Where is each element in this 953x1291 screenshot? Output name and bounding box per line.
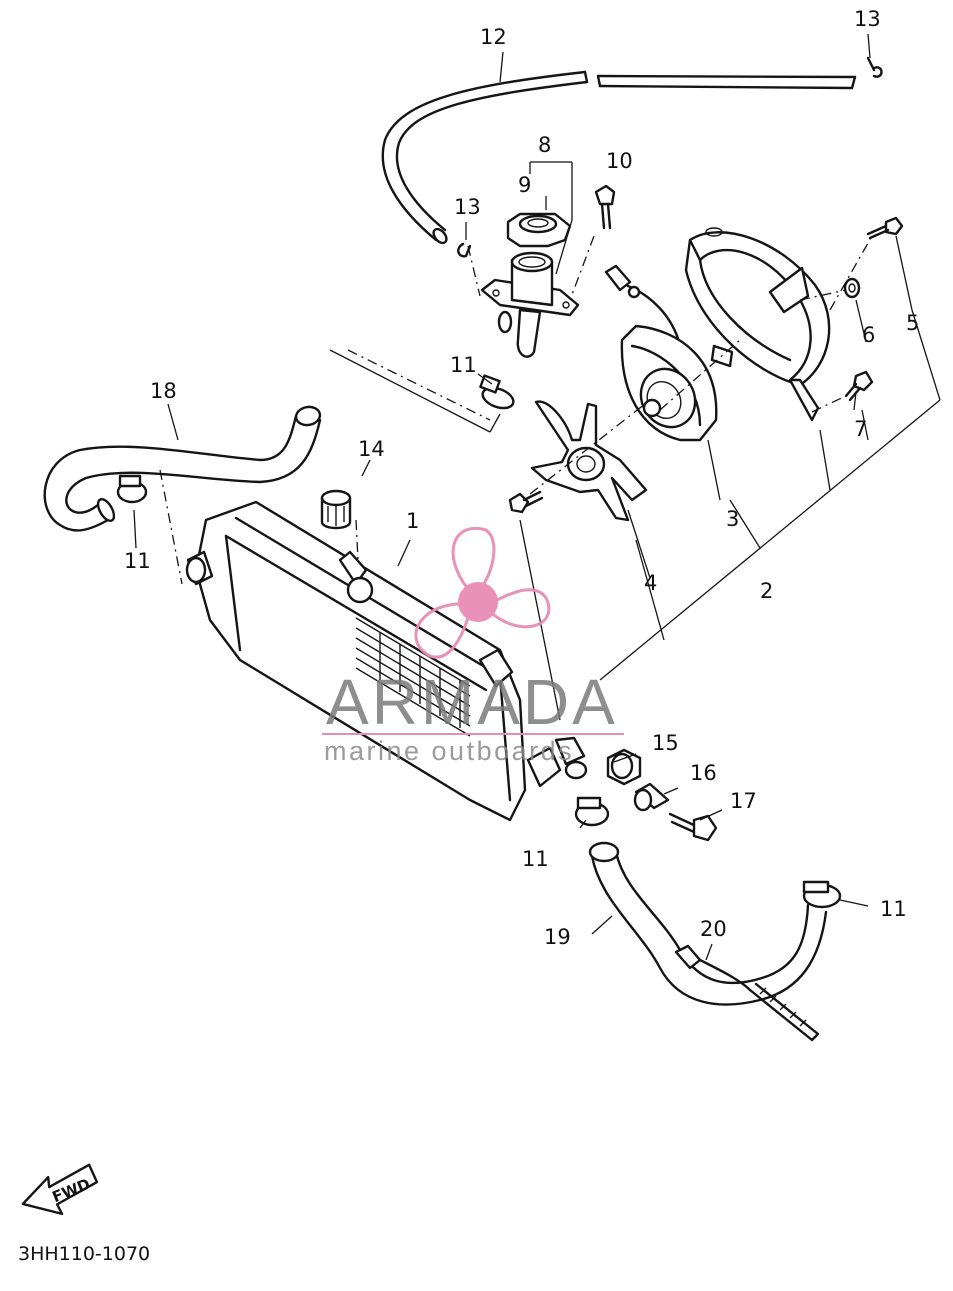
forward-arrow-icon: FWD xyxy=(21,1163,99,1216)
part-16-collar xyxy=(633,782,670,812)
label-part-13-b: 13 xyxy=(454,195,481,219)
label-part-1: 1 xyxy=(406,509,419,533)
part-15-grommet xyxy=(606,748,642,786)
label-part-11-c: 11 xyxy=(522,847,549,871)
label-part-6: 6 xyxy=(862,323,875,347)
label-part-11-b: 11 xyxy=(124,549,151,573)
label-part-13-a: 13 xyxy=(854,7,881,31)
armada-watermark: ARMADA marine outboards xyxy=(322,527,624,766)
part-13-clip-top xyxy=(866,56,883,78)
part-1-radiator xyxy=(185,500,588,822)
label-part-19: 19 xyxy=(544,925,571,949)
part-5-bolt xyxy=(866,216,904,240)
part-11-clamp-b xyxy=(116,474,148,504)
label-part-7: 7 xyxy=(854,417,867,441)
part-20-cable-tie xyxy=(674,944,820,1042)
part-13-clip-left xyxy=(457,242,472,258)
label-part-3: 3 xyxy=(726,507,739,531)
label-part-4: 4 xyxy=(644,571,657,595)
radiator-core-fins xyxy=(355,617,471,737)
part-6-washer xyxy=(843,277,861,299)
part-11-clamp-d xyxy=(802,880,842,909)
label-part-11-a: 11 xyxy=(450,353,477,377)
part-labels: 1 2 3 4 5 6 7 8 9 10 11 11 11 11 12 13 1… xyxy=(124,7,919,949)
label-part-11-d: 11 xyxy=(880,897,907,921)
part-4-fan-blade xyxy=(530,400,648,522)
label-part-18: 18 xyxy=(150,379,177,403)
part-11-clamp-a xyxy=(479,374,515,410)
part-12-overflow-hose xyxy=(381,70,857,245)
watermark-tagline: marine outboards xyxy=(324,736,574,766)
part-9-radiator-cap xyxy=(506,212,572,248)
label-part-20: 20 xyxy=(700,917,727,941)
label-part-9: 9 xyxy=(518,173,531,197)
propeller-logo-icon xyxy=(414,527,551,659)
label-part-2: 2 xyxy=(760,579,773,603)
label-part-16: 16 xyxy=(690,761,717,785)
label-part-15: 15 xyxy=(652,731,679,755)
label-part-14: 14 xyxy=(358,437,385,461)
fan-blade-bolt xyxy=(508,490,544,514)
leader-lines xyxy=(133,33,941,961)
label-part-8: 8 xyxy=(538,133,551,157)
part-14-plug xyxy=(320,489,352,530)
part-8-filler-neck xyxy=(480,251,580,358)
diagram-code: 3HH110-1070 xyxy=(18,1243,150,1265)
part-11-clamp-c xyxy=(574,796,610,827)
assembly-dash-lines xyxy=(159,235,873,585)
label-part-10: 10 xyxy=(606,149,633,173)
label-part-5: 5 xyxy=(906,311,919,335)
part-3-fan-motor xyxy=(620,324,718,442)
part-17-bolt xyxy=(668,812,718,842)
watermark-brand: ARMADA xyxy=(326,666,618,738)
label-part-12: 12 xyxy=(480,25,507,49)
part-19-lower-hose xyxy=(588,841,828,1006)
fan-motor-wiring xyxy=(604,264,682,347)
label-part-17: 17 xyxy=(730,789,757,813)
part-18-upper-hose xyxy=(43,405,322,532)
part-10-bolt xyxy=(594,184,616,230)
part-7-bolt xyxy=(844,370,874,402)
